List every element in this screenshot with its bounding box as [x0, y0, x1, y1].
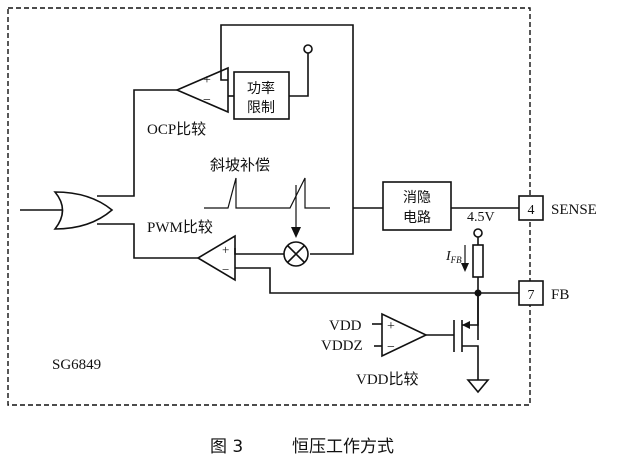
blanking-label-1: 消隐: [403, 190, 431, 206]
pwm-comparator: [196, 234, 236, 282]
fb-wire: [235, 267, 519, 294]
figure-title: 恒压工作方式: [292, 437, 394, 457]
ocp-comparator: [174, 66, 229, 114]
vdd-plus-sign: +: [387, 319, 395, 334]
vdd-compare-label: VDD比较: [356, 370, 419, 388]
pwm-minus-sign: −: [222, 262, 229, 277]
power-limit-label-1: 功率: [247, 80, 275, 97]
pwm-label: PWM比较: [147, 218, 213, 236]
ifb-arrow-head: [461, 263, 469, 272]
sense-bus-wire: [220, 24, 354, 255]
vdd-comparator: [381, 312, 428, 358]
slope-waveform: [204, 177, 330, 209]
slope-arrow-head: [291, 227, 301, 238]
pwm-plus-sign: +: [222, 242, 229, 257]
multiplier-cross: [287, 245, 305, 263]
mosfet-arrow: [462, 321, 470, 329]
vdd-minus-sign: −: [387, 340, 395, 355]
pin-sense-name: SENSE: [551, 202, 597, 218]
voltage-terminal: [473, 228, 483, 238]
blanking-block: [382, 181, 452, 231]
vdd-input-label: VDD: [329, 318, 362, 334]
multiplier-to-pwm-wire: [234, 248, 284, 255]
voltage-label: 4.5V: [467, 210, 495, 225]
pin-fb-number: 7: [528, 288, 535, 303]
drain-wire: [462, 293, 479, 326]
pin-sense: [518, 195, 544, 221]
pin-fb-name: FB: [551, 287, 569, 303]
ifb-sub: FB: [450, 255, 462, 265]
or-gate: [53, 191, 114, 230]
resistor: [472, 244, 484, 278]
ocp-minus-sign: −: [203, 93, 211, 108]
source-wire: [462, 345, 479, 380]
chip-name: SG6849: [52, 357, 101, 373]
ifb-main: I: [445, 249, 452, 264]
ground-symbol: [466, 379, 490, 394]
power-limit-label-2: 限制: [247, 100, 275, 116]
pwm-output-wire: [97, 223, 198, 259]
blanking-label-2: 电路: [403, 210, 431, 226]
pin-sense-number: 4: [528, 203, 535, 218]
terminal-circle: [303, 44, 313, 54]
power-limit-wire: [289, 53, 309, 97]
ocp-output-wire: [97, 89, 177, 197]
chip-boundary: [7, 7, 531, 406]
slope-label: 斜坡补偿: [210, 156, 270, 174]
pin-fb: [518, 280, 544, 306]
ocp-label: OCP比较: [147, 120, 206, 138]
ifb-label: IFB: [445, 249, 462, 265]
figure-number: 图 3: [210, 437, 243, 457]
ocp-plus-sign: +: [203, 73, 211, 88]
vddz-input-label: VDDZ: [321, 338, 363, 354]
